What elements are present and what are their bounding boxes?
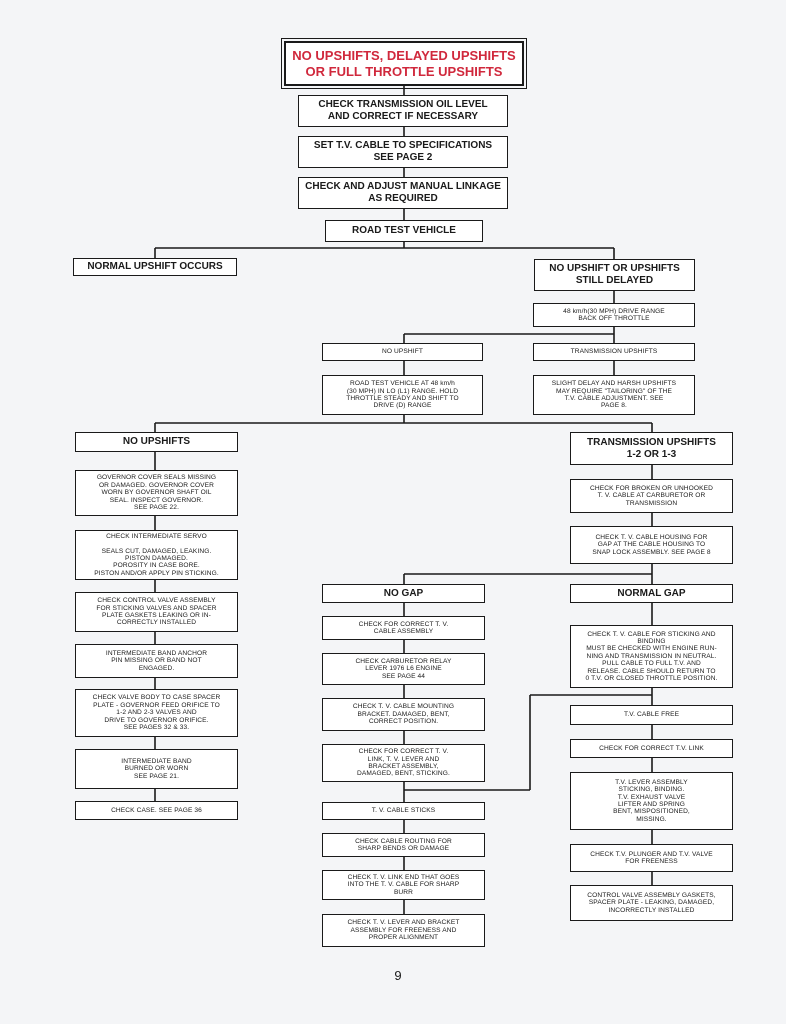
check-oil-box: CHECK TRANSMISSION OIL LEVEL AND CORRECT… xyxy=(298,95,508,127)
broken-cable-box: CHECK FOR BROKEN OR UNHOOKED T. V. CABLE… xyxy=(570,479,733,513)
lever-assembly-box: T.V. LEVER ASSEMBLY STICKING, BINDING. T… xyxy=(570,772,733,830)
no-upshift-small-box: NO UPSHIFT xyxy=(322,343,483,361)
normal-gap-box: NORMAL GAP xyxy=(570,584,733,603)
cable-binding-box: CHECK T. V. CABLE FOR STICKING AND BINDI… xyxy=(570,625,733,688)
correct-link-box: CHECK FOR CORRECT T. V. LINK, T. V. LEVE… xyxy=(322,744,485,782)
trans-upshifts-12-13-box: TRANSMISSION UPSHIFTS 1-2 OR 1-3 xyxy=(570,432,733,465)
cable-free-box: T.V. CABLE FREE xyxy=(570,705,733,725)
road-test-lo-box: ROAD TEST VEHICLE AT 48 km/h (30 MPH) IN… xyxy=(322,375,483,415)
set-tv-cable-box: SET T.V. CABLE TO SPECIFICATIONS SEE PAG… xyxy=(298,136,508,168)
cable-housing-box: CHECK T. V. CABLE HOUSING FOR GAP AT THE… xyxy=(570,526,733,564)
no-gap-box: NO GAP xyxy=(322,584,485,603)
no-upshift-delayed-box: NO UPSHIFT OR UPSHIFTS STILL DELAYED xyxy=(534,259,695,291)
no-upshifts-box: NO UPSHIFTS xyxy=(75,432,238,452)
carburetor-relay-box: CHECK CARBURETOR RELAY LEVER 1976 L6 ENG… xyxy=(322,653,485,685)
correct-cable-assembly-box: CHECK FOR CORRECT T. V. CABLE ASSEMBLY xyxy=(322,616,485,640)
normal-upshift-box: NORMAL UPSHIFT OCCURS xyxy=(73,258,237,276)
check-case-box: CHECK CASE. SEE PAGE 36 xyxy=(75,801,238,820)
governor-box: GOVERNOR COVER SEALS MISSING OR DAMAGED.… xyxy=(75,470,238,516)
correct-tv-link-box: CHECK FOR CORRECT T.V. LINK xyxy=(570,739,733,758)
drive-range-box: 48 km/h(30 MPH) DRIVE RANGE BACK OFF THR… xyxy=(533,303,695,327)
mounting-bracket-box: CHECK T. V. CABLE MOUNTING BRACKET. DAMA… xyxy=(322,698,485,731)
band-burned-box: INTERMEDIATE BAND BURNED OR WORN SEE PAG… xyxy=(75,749,238,789)
manual-linkage-box: CHECK AND ADJUST MANUAL LINKAGE AS REQUI… xyxy=(298,177,508,209)
cable-routing-box: CHECK CABLE ROUTING FOR SHARP BENDS OR D… xyxy=(322,833,485,857)
trans-upshifts-small-box: TRANSMISSION UPSHIFTS xyxy=(533,343,695,361)
valve-body-box: CHECK VALVE BODY TO CASE SPACER PLATE - … xyxy=(75,689,238,737)
control-valve-box: CHECK CONTROL VALVE ASSEMBLY FOR STICKIN… xyxy=(75,592,238,632)
band-anchor-box: INTERMEDIATE BAND ANCHOR PIN MISSING OR … xyxy=(75,644,238,678)
road-test-box: ROAD TEST VEHICLE xyxy=(325,220,483,242)
intermediate-servo-box: CHECK INTERMEDIATE SERVO SEALS CUT, DAMA… xyxy=(75,530,238,580)
page-number: 9 xyxy=(394,968,402,983)
slight-delay-box: SLIGHT DELAY AND HARSH UPSHIFTS MAY REQU… xyxy=(533,375,695,415)
plunger-box: CHECK T.V. PLUNGER AND T.V. VALVE FOR FR… xyxy=(570,844,733,872)
link-end-box: CHECK T. V. LINK END THAT GOES INTO THE … xyxy=(322,870,485,900)
cable-sticks-box: T. V. CABLE STICKS xyxy=(322,802,485,820)
lever-bracket-box: CHECK T. V. LEVER AND BRACKET ASSEMBLY F… xyxy=(322,914,485,947)
gaskets-box: CONTROL VALVE ASSEMBLY GASKETS, SPACER P… xyxy=(570,885,733,921)
title-box: NO UPSHIFTS, DELAYED UPSHIFTS OR FULL TH… xyxy=(281,38,527,89)
